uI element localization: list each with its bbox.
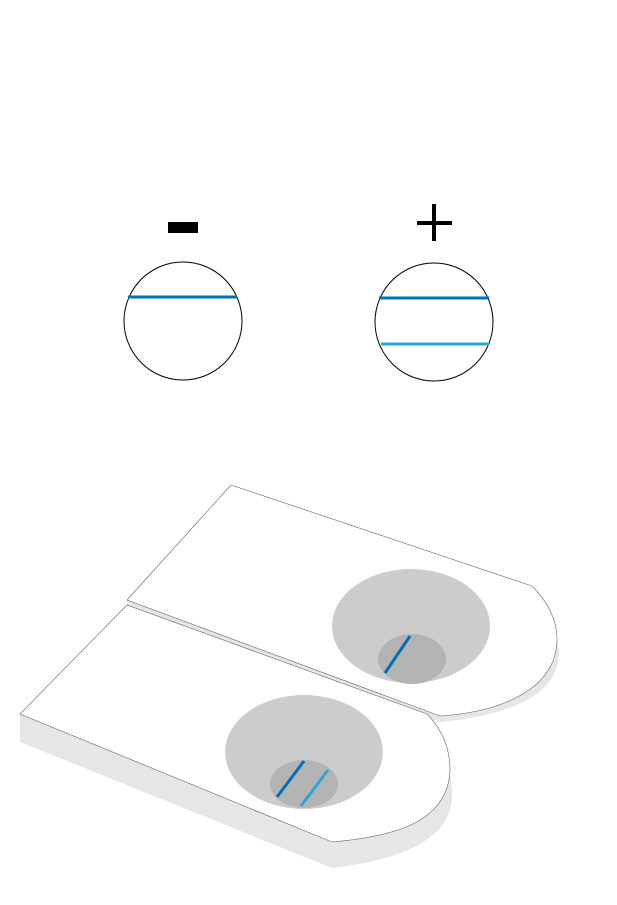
control-line: [275, 760, 306, 798]
sample-well: [225, 695, 383, 809]
test-line: [299, 769, 330, 807]
negative-test-device: [126, 484, 560, 722]
minus-sign-icon: [168, 222, 198, 233]
result-window: [378, 634, 446, 684]
sample-well: [332, 569, 490, 683]
negative-result: –: [123, 222, 243, 381]
plus-sign-icon: [432, 204, 436, 241]
result-window: [270, 760, 338, 808]
negative-result-window: [123, 261, 243, 381]
control-line: [383, 635, 412, 674]
positive-result: +: [374, 204, 494, 382]
positive-result-window: [374, 262, 494, 382]
positive-test-device: [19, 604, 453, 868]
